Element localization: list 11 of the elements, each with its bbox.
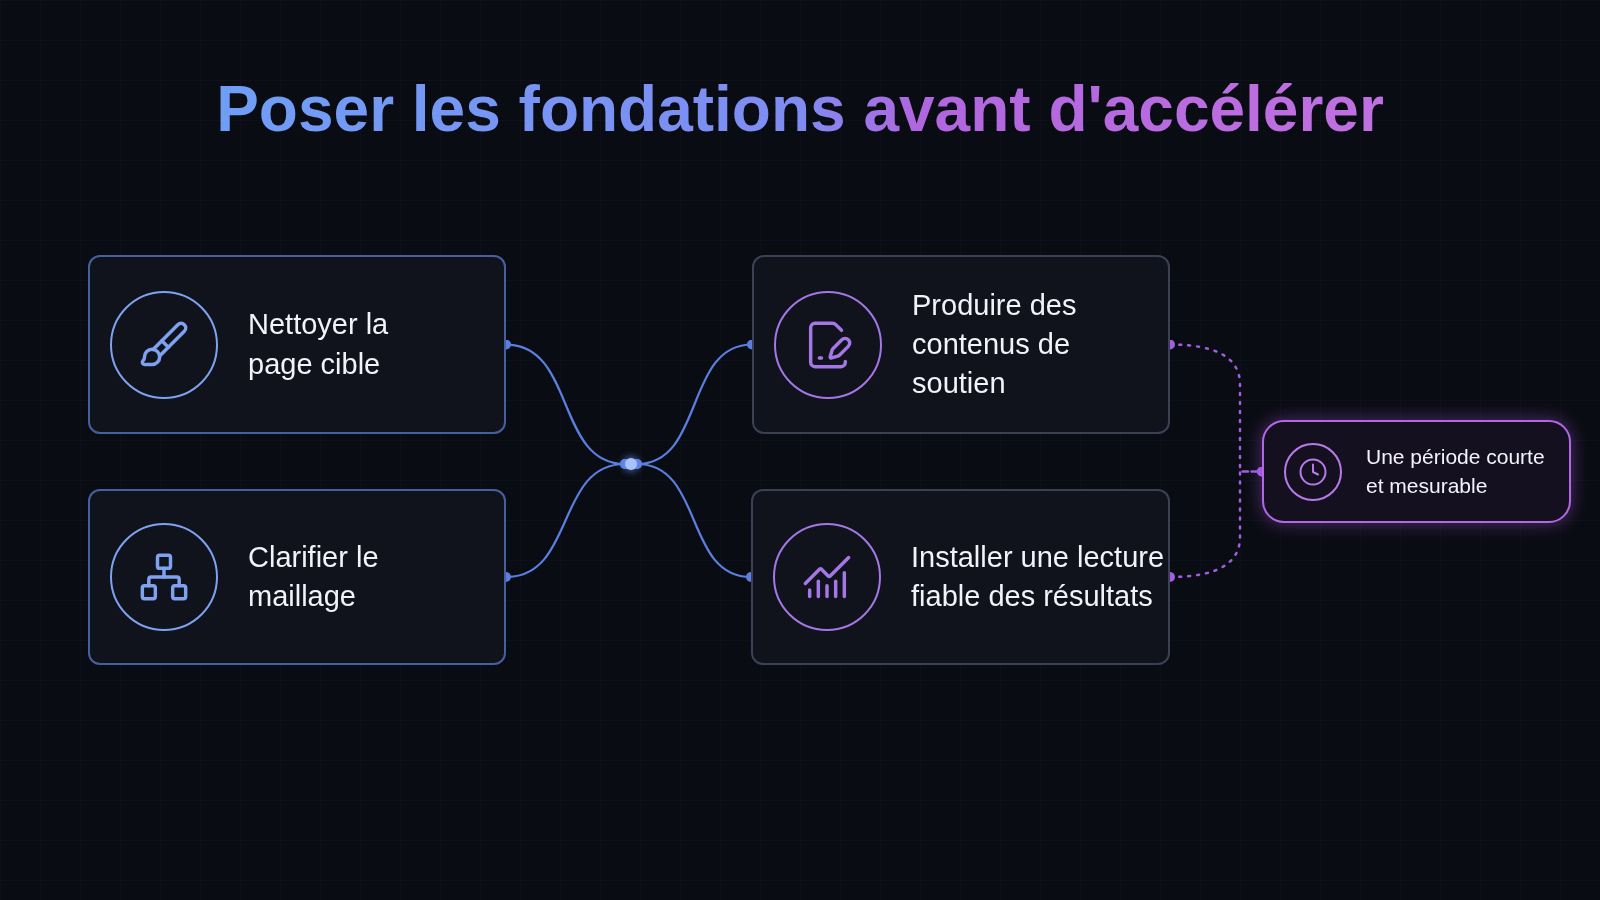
- step-card: [1262, 420, 1571, 523]
- step-card: [751, 489, 1170, 665]
- step-card: [88, 255, 506, 434]
- step-label: Clarifier le maillage: [248, 539, 380, 614]
- step-card: [752, 255, 1170, 434]
- junction-dot: [625, 458, 637, 470]
- step-label: Installer une lecture fiable des résultats: [911, 539, 1166, 614]
- step-card: [88, 489, 506, 665]
- step-label: Une période courte et mesurable: [1366, 444, 1546, 499]
- step-label: Produire des contenus de soutien: [912, 287, 1078, 402]
- step-label: Nettoyer la page cible: [248, 307, 390, 382]
